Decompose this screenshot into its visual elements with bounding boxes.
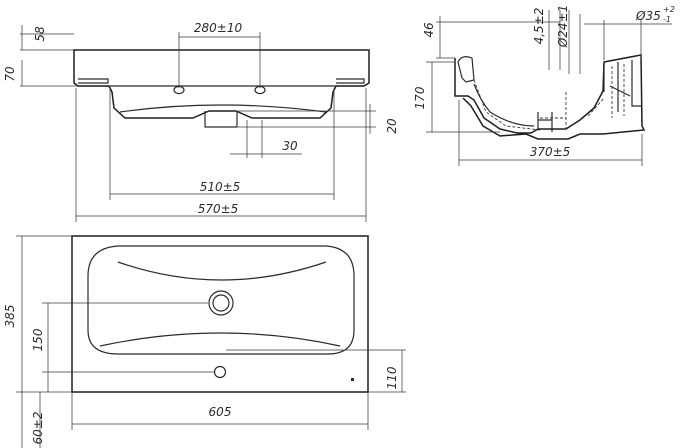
plan-bowl-outline <box>87 245 355 355</box>
side-overflow-channel <box>457 56 475 83</box>
dim-label-35: Ø35 <box>635 9 661 23</box>
side-bowl-hidden <box>473 79 567 131</box>
dim-label-70: 70 <box>3 66 17 82</box>
dim-label-46: 46 <box>422 22 436 38</box>
basin-front-outline <box>73 49 370 119</box>
dim-label-30: 30 <box>282 139 298 153</box>
basin-bowl-curve <box>119 104 327 113</box>
plan-tap-hole <box>213 365 227 379</box>
plan-mark <box>351 378 354 381</box>
dim-label-570: 570±5 <box>198 202 239 216</box>
plan-bowl-curve-bottom <box>99 332 341 347</box>
overflow-right <box>336 78 365 84</box>
dim-label-4-5: 4,5±2 <box>532 8 546 45</box>
drain-outlet <box>204 111 238 128</box>
dim-label-60: 60±2 <box>31 412 45 445</box>
dim-label-370: 370±5 <box>530 145 571 159</box>
side-back-wall <box>603 60 642 112</box>
dim-label-385: 385 <box>3 305 17 328</box>
overflow-left <box>78 78 109 84</box>
dim-label-150: 150 <box>31 328 45 351</box>
dim-label-35-upper-tol: +2 <box>663 5 675 14</box>
dim-label-280: 280±10 <box>194 21 243 35</box>
front-view: 58 70 280±10 20 30 510±5 570±5 <box>3 21 399 222</box>
side-back-hatch <box>587 64 625 118</box>
dim-label-35-lower-tol: -1 <box>663 15 671 24</box>
dim-label-605: 605 <box>209 405 232 419</box>
plan-view: 385 150 110 605 60±2 <box>3 235 406 448</box>
dim-label-170: 170 <box>413 86 427 109</box>
side-bowl-inner <box>473 83 535 127</box>
plan-bowl-curve-top <box>117 261 327 281</box>
dim-label-58: 58 <box>33 26 47 42</box>
plan-drain-inner <box>212 294 230 312</box>
plan-outline <box>71 235 369 393</box>
dim-label-110: 110 <box>385 366 399 389</box>
dim-label-24: Ø24±1 <box>556 5 570 48</box>
side-drain-pipe <box>537 112 553 132</box>
dim-label-510: 510±5 <box>200 180 241 194</box>
side-view: 46 4,5±2 Ø24±1 Ø35 +2 -1 170 370±5 <box>413 5 675 166</box>
dim-label-20: 20 <box>385 118 399 134</box>
plan-drain-outer <box>208 290 234 316</box>
side-section-outline <box>454 54 646 140</box>
